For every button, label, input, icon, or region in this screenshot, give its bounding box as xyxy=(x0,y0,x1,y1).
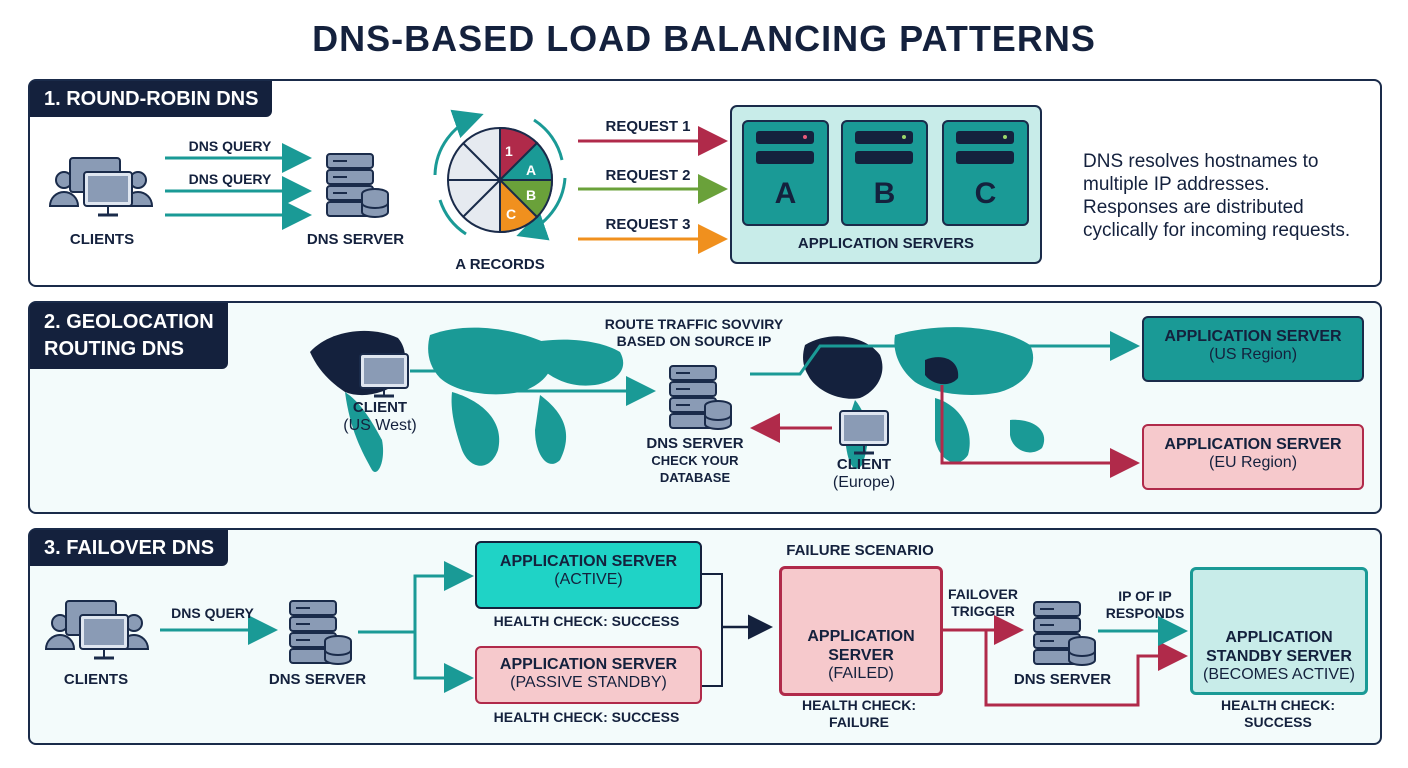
client-eu-sub: (Europe) xyxy=(832,474,896,491)
failed-server-line2: SERVER xyxy=(828,647,894,664)
standby-health-line1: HEALTH CHECK: xyxy=(1220,697,1336,713)
eu-server-title: APPLICATION SERVER xyxy=(1164,436,1342,453)
active-server-sub: (ACTIVE) xyxy=(554,571,623,588)
client-eu-label: CLIENT (Europe) xyxy=(814,456,914,492)
ip-responds-label: IP OF IP RESPONDS xyxy=(1100,588,1190,622)
dns-geo-sub2: DATABASE xyxy=(659,470,731,485)
page-title: DNS-BASED LOAD BALANCING PATTERNS xyxy=(312,18,1096,59)
eu-server-sub: (EU Region) xyxy=(1208,454,1298,471)
description-line-1: DNS resolves hostnames to xyxy=(1083,151,1319,172)
standby-server-box: APPLICATION STANDBY SERVER (BECOMES ACTI… xyxy=(1190,567,1368,695)
passive-server-title: APPLICATION SERVER xyxy=(499,656,678,673)
dns-server-geo-icon xyxy=(669,365,732,430)
failed-health-line1: HEALTH CHECK: xyxy=(801,697,917,713)
passive-server-sub: (PASSIVE STANDBY) xyxy=(510,674,667,691)
wheel-label-1: 1 xyxy=(505,143,513,159)
client-us-sub: (US West) xyxy=(343,417,417,434)
ip-responds-line1: IP OF IP xyxy=(1118,588,1172,604)
route-traffic-label: ROUTE TRAFFIC SOVVIRY BASED ON SOURCE IP xyxy=(594,316,794,350)
a-records-wheel xyxy=(433,109,567,241)
failover-trigger-line1: FAILOVER xyxy=(947,586,1018,602)
clients-failover-label: CLIENTS xyxy=(63,671,129,688)
us-server-sub: (US Region) xyxy=(1208,346,1298,363)
client-eu-title: CLIENT xyxy=(836,456,892,473)
server-b-label: B xyxy=(873,177,896,210)
client-us-title: CLIENT xyxy=(352,399,408,416)
server-c xyxy=(942,120,1029,226)
us-region-server-box: APPLICATION SERVER (US Region) xyxy=(1142,316,1364,382)
failure-scenario-label: FAILURE SCENARIO xyxy=(786,542,934,559)
server-c-label: C xyxy=(974,177,997,210)
us-server-title: APPLICATION SERVER xyxy=(1164,328,1342,345)
standby-health-label: HEALTH CHECK: SUCCESS xyxy=(1190,697,1366,731)
server-a xyxy=(742,120,829,226)
dns-query-label-2: DNS QUERY xyxy=(188,171,272,187)
failed-server-box: APPLICATION SERVER (FAILED) xyxy=(779,566,943,696)
failed-health-label: HEALTH CHECK: FAILURE xyxy=(779,697,939,731)
failed-server-line1: APPLICATION xyxy=(807,628,915,645)
wheel-label-b: B xyxy=(526,187,537,203)
failed-health-line2: FAILURE xyxy=(829,714,889,730)
wheel-label-c: C xyxy=(506,206,517,222)
failed-server-sub: (FAILED) xyxy=(828,665,894,682)
clients-icon xyxy=(48,156,154,217)
active-server-box: APPLICATION SERVER (ACTIVE) xyxy=(475,541,702,609)
dns-server-icon xyxy=(326,153,389,218)
dns-server-failover-label: DNS SERVER xyxy=(268,671,367,688)
clients-label: CLIENTS xyxy=(69,231,135,248)
ip-responds-line2: RESPONDS xyxy=(1105,605,1185,621)
standby-server-line2: STANDBY SERVER xyxy=(1206,648,1352,665)
wheel-label-a: A xyxy=(526,162,537,178)
eu-region-server-box: APPLICATION SERVER (EU Region) xyxy=(1142,424,1364,490)
active-server-title: APPLICATION SERVER xyxy=(499,553,678,570)
section3-heading: 3. FAILOVER DNS xyxy=(30,530,229,566)
failover-trigger-line2: TRIGGER xyxy=(951,603,1015,619)
section1-heading: 1. ROUND-ROBIN DNS xyxy=(30,81,273,117)
active-health-label: HEALTH CHECK: SUCCESS xyxy=(493,613,680,629)
dns-server-geo-label: DNS SERVER CHECK YOUR DATABASE xyxy=(635,435,755,486)
dns-server-failover2-label: DNS SERVER xyxy=(1013,671,1112,688)
standby-health-line2: SUCCESS xyxy=(1244,714,1312,730)
dns-query-label-1: DNS QUERY xyxy=(188,138,272,154)
request-1-label: REQUEST 1 xyxy=(605,118,691,135)
client-us-label: CLIENT (US West) xyxy=(330,399,430,435)
passive-server-box: APPLICATION SERVER (PASSIVE STANDBY) xyxy=(475,646,702,704)
route-line-2: BASED ON SOURCE IP xyxy=(616,333,772,349)
dns-server-label: DNS SERVER xyxy=(306,231,405,248)
standby-server-line1: APPLICATION xyxy=(1225,629,1333,646)
dns-geo-sub1: CHECK YOUR xyxy=(651,453,739,468)
round-robin-description: DNS resolves hostnames to multiple IP ad… xyxy=(1083,150,1350,242)
section2-heading: 2. GEOLOCATION ROUTING DNS xyxy=(30,303,228,369)
request-2-label: REQUEST 2 xyxy=(605,167,691,184)
dns-geo-title: DNS SERVER xyxy=(646,435,744,452)
request-3-label: REQUEST 3 xyxy=(605,216,691,233)
app-servers-label: APPLICATION SERVERS xyxy=(797,235,975,252)
server-b xyxy=(841,120,928,226)
clients-failover-icon xyxy=(44,599,150,660)
dns-server-failover2-icon xyxy=(1033,601,1096,666)
dns-server-failover-icon xyxy=(289,600,352,665)
failover-trigger-label: FAILOVER TRIGGER xyxy=(944,586,1022,620)
description-line-2: multiple IP addresses. xyxy=(1083,174,1270,195)
passive-health-label: HEALTH CHECK: SUCCESS xyxy=(493,709,680,725)
section2-heading-line2: ROUTING DNS xyxy=(44,338,184,360)
a-records-label: A RECORDS xyxy=(455,256,545,273)
dns-query-failover-label: DNS QUERY xyxy=(171,605,254,621)
section2-heading-line1: 2. GEOLOCATION xyxy=(44,311,214,333)
server-a-label: A xyxy=(774,177,797,210)
standby-server-sub: (BECOMES ACTIVE) xyxy=(1202,666,1356,683)
description-line-3: Responses are distributed xyxy=(1083,197,1304,218)
route-line-1: ROUTE TRAFFIC SOVVIRY xyxy=(604,316,784,332)
description-line-4: cyclically for incoming requests. xyxy=(1083,220,1351,241)
